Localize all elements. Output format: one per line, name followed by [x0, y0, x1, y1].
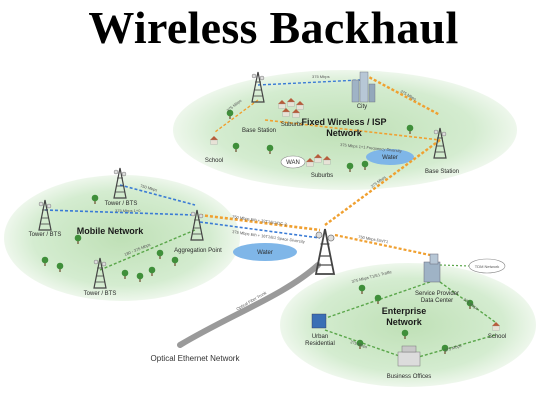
data-center-icon — [423, 253, 441, 283]
mobile-network-label: Mobile Network — [77, 226, 145, 236]
link-datacenter-school — [439, 281, 496, 323]
link-freq-diversity — [264, 119, 441, 141]
link-urban-business — [324, 329, 406, 359]
link-city-basestation — [364, 73, 441, 117]
urban-label-2: Residential — [305, 341, 335, 347]
school-1-label: School — [205, 158, 223, 164]
link-label-14: 375 Mbps — [444, 343, 462, 353]
base-station-1-label: Base Station — [242, 128, 276, 134]
link-bts-aggregation-1 — [119, 184, 196, 206]
water-center — [233, 243, 297, 261]
fixed-network-label-2: Network — [326, 128, 363, 138]
service-provider-label-2: Data Center — [421, 298, 453, 304]
water-fixed — [366, 149, 414, 165]
water-1-label: Water — [382, 155, 398, 161]
link-label-10: 750 Mbps Eth/T1 — [358, 234, 390, 244]
tower-bts-1-label: Tower / BTS — [105, 201, 138, 207]
aggregation-point-label: Aggregation Point — [174, 248, 222, 254]
urban-label-1: Urban — [312, 334, 328, 340]
link-label-7: 375 Mbps 1+0 — [115, 208, 141, 213]
link-label-4: 375 Mbps 1+1 Frequency Diversity — [340, 142, 402, 153]
service-provider-label-1: Service Provider — [415, 291, 459, 297]
link-aggregation-hub-2 — [199, 221, 321, 239]
fixed-wireless-island — [173, 70, 517, 190]
link-label-1: 375 Mbps — [312, 74, 330, 79]
optical-network-label: Optical Ethernet Network — [151, 354, 241, 363]
suburbs-2-label: Suburbs — [311, 173, 333, 179]
water-2-label: Water — [257, 250, 273, 256]
enterprise-network-label-1: Enterprise — [382, 306, 427, 316]
wan-label: WAN — [286, 160, 300, 166]
link-basestation-school — [214, 99, 259, 133]
tdm-network-label: TDM Network — [475, 264, 499, 269]
link-bts-aggregation-2 — [44, 209, 196, 216]
link-datacenter-urban — [319, 281, 431, 321]
tower-bts-3-label: Tower / BTS — [84, 291, 117, 297]
enterprise-network-label-2: Network — [386, 317, 423, 327]
urban-building-icon — [311, 313, 327, 329]
tdm-cloud-icon — [468, 258, 506, 274]
city-buildings-icon — [351, 71, 376, 103]
tower-bts-2-label: Tower / BTS — [29, 232, 62, 238]
link-label-6: 750 Mbps — [140, 183, 158, 192]
fixed-network-label-1: Fixed Wireless / ISP — [302, 117, 387, 127]
link-label-13: 375 Mbps — [350, 339, 368, 349]
link-datacenter-tdm — [439, 264, 471, 267]
link-bts-aggregation-3 — [99, 229, 196, 271]
base-station-2-label: Base Station — [425, 169, 459, 175]
enterprise-network-island — [280, 263, 536, 387]
wan-cloud-icon — [280, 155, 306, 169]
city-label: City — [357, 104, 367, 110]
link-hub-datacenter — [334, 233, 431, 257]
link-base-city — [257, 79, 361, 86]
business-offices-icon — [397, 345, 421, 367]
link-fixed-to-hub — [324, 139, 441, 226]
page-title: Wireless Backhaul — [88, 2, 459, 53]
suburbs-1-label: Suburbs — [281, 122, 303, 128]
mobile-network-island — [4, 175, 240, 301]
link-label-9: 375 Mbps Eth + 16T1/E1 Space Diversity — [232, 229, 305, 244]
link-aggregation-hub — [199, 213, 321, 232]
business-offices-label: Business Offices — [387, 374, 432, 380]
school-2-label: School — [488, 334, 506, 340]
link-school-business — [414, 334, 496, 359]
optical-fiber-trunk — [177, 262, 321, 348]
